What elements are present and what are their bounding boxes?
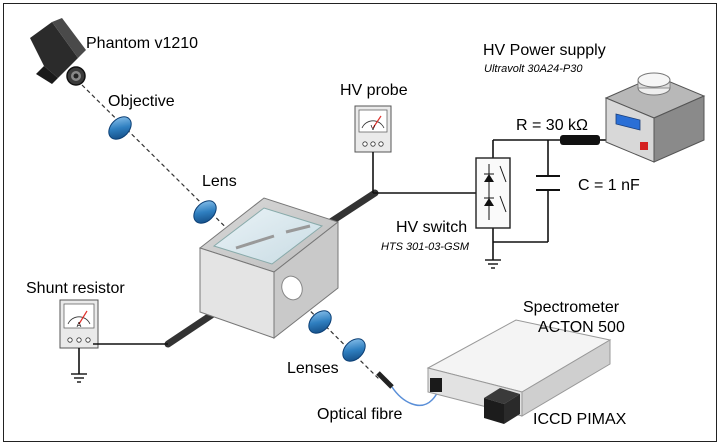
- camera-icon: [30, 18, 86, 86]
- hv-power-supply-icon: [604, 72, 706, 163]
- iccd-camera-icon: [484, 388, 520, 424]
- display-icon: [615, 113, 641, 131]
- camera-label: Phantom v1210: [86, 35, 198, 52]
- needle-icon: [78, 310, 88, 325]
- lenses-label: Lenses: [287, 360, 339, 377]
- objective-lens-icon: [108, 116, 132, 140]
- needle-icon: [372, 115, 382, 129]
- shunt-resistor-meter: A: [59, 299, 99, 349]
- resistor-icon: [560, 135, 600, 145]
- shunt-resistor-label: Shunt resistor: [26, 280, 125, 297]
- led-icon: [640, 142, 648, 150]
- capacitor-icon: [536, 175, 560, 191]
- hv-wiring: [372, 139, 606, 260]
- hv-switch-icon: [475, 157, 511, 229]
- figure-border: [3, 3, 717, 442]
- meter-letter-a: A: [77, 322, 82, 329]
- ground-icon: [485, 259, 501, 269]
- capacitor-label: C = 1 nF: [578, 177, 640, 194]
- hv-switch-model-label: HTS 301-03-GSM: [381, 241, 470, 253]
- spectrometer-label: Spectrometer: [523, 299, 620, 316]
- spectrometer-model-label: ACTON 500: [538, 319, 625, 336]
- lens-label: Lens: [202, 173, 237, 190]
- lens-icon: [193, 200, 217, 224]
- hv-switch-label: HV switch: [396, 219, 467, 236]
- iccd-label: ICCD PIMAX: [533, 411, 627, 428]
- resistor-label: R = 30 kΩ: [516, 117, 588, 134]
- discharge-chamber: [198, 197, 340, 340]
- ground-icon: [71, 373, 87, 383]
- hv-power-supply-label: HV Power supply: [483, 42, 606, 59]
- shunt-wiring: [78, 343, 168, 374]
- hv-probe-label: HV probe: [340, 82, 408, 99]
- meter-letter-v: V: [371, 125, 376, 132]
- optical-fibre-label: Optical fibre: [317, 406, 402, 423]
- objective-label: Objective: [108, 93, 175, 110]
- hv-probe-meter: V: [354, 105, 392, 153]
- hv-power-supply-model-label: Ultravolt 30A24-P30: [484, 63, 583, 75]
- lenses-icon: [308, 310, 366, 362]
